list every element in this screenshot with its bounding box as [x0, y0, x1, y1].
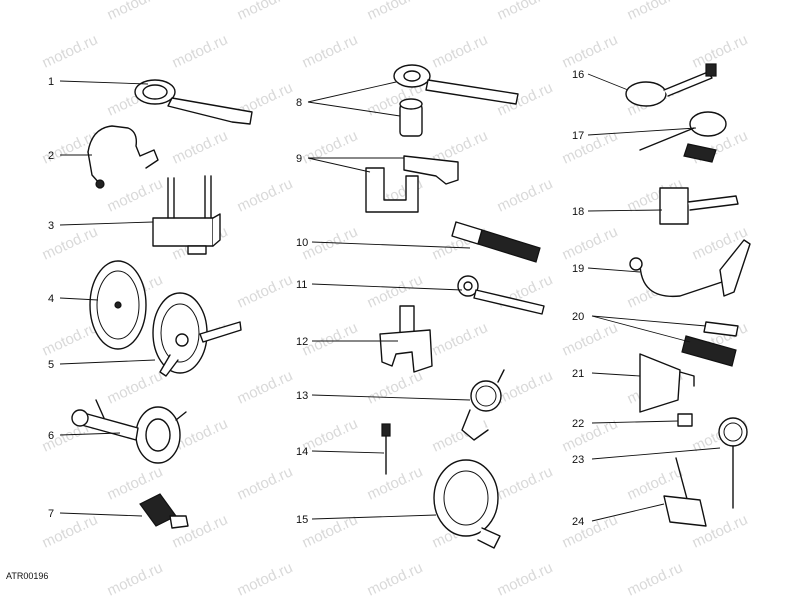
watermark-text: motod.ru — [560, 319, 621, 359]
watermark-text: motod.ru — [560, 511, 621, 551]
tool-17-adjuster — [639, 111, 727, 163]
callout-label: 24 — [572, 516, 584, 528]
callout-label: 15 — [296, 514, 308, 526]
callout-label: 1 — [48, 76, 54, 88]
callout-label: 11 — [296, 279, 307, 291]
watermark-text: motod.ru — [560, 415, 621, 455]
tool-4-degree-disc — [89, 260, 147, 350]
watermark-text: motod.ru — [625, 0, 686, 24]
figure-code: ATR00196 — [6, 571, 48, 581]
watermark-text: motod.ru — [300, 511, 361, 551]
watermark-text: motod.ru — [625, 559, 686, 599]
callout-label: 5 — [48, 359, 54, 371]
tool-7-knurled-adapter — [139, 493, 189, 529]
callout-label: 16 — [572, 69, 584, 81]
watermark-text: motod.ru — [430, 319, 491, 359]
callout-label: 3 — [48, 220, 54, 232]
watermark-text: motod.ru — [170, 31, 231, 71]
tool-11-pin-spanner — [457, 275, 545, 315]
watermark-text: motod.ru — [40, 319, 101, 359]
callout-label: 9 — [296, 153, 302, 165]
tool-10-drift-handle — [451, 221, 541, 263]
tool-20-sleeves — [681, 321, 739, 367]
tool-21-plate-bracket — [639, 353, 695, 413]
callout-label: 14 — [296, 446, 308, 458]
watermark-text: motod.ru — [300, 319, 361, 359]
watermark-text: motod.ru — [365, 271, 426, 311]
watermark-text: motod.ru — [235, 463, 296, 503]
tool-15-ring-holder — [433, 459, 501, 549]
callout-label: 10 — [296, 237, 308, 249]
watermark-text: motod.ru — [495, 559, 556, 599]
callout-label: 21 — [572, 368, 584, 380]
watermark-text: motod.ru — [105, 0, 166, 24]
callout-label: 20 — [572, 311, 584, 323]
watermark-text: motod.ru — [235, 559, 296, 599]
tool-19-c-clamp — [629, 239, 751, 298]
watermark-text: motod.ru — [430, 31, 491, 71]
watermark-text: motod.ru — [365, 559, 426, 599]
callout-label: 12 — [296, 336, 308, 348]
callout-label: 7 — [48, 508, 54, 520]
tool-14-pin — [381, 423, 391, 475]
watermark-text: motod.ru — [495, 367, 556, 407]
watermark-text: motod.ru — [235, 0, 296, 24]
watermark-text: motod.ru — [40, 31, 101, 71]
watermark-text: motod.ru — [365, 0, 426, 24]
watermark-text: motod.ru — [560, 31, 621, 71]
callout-label: 18 — [572, 206, 584, 218]
tool-1-ring-spanner — [134, 79, 253, 125]
tool-8-socket-wrench — [393, 64, 519, 137]
callout-label: 17 — [572, 130, 584, 142]
tool-18-bracket-tool — [659, 187, 739, 225]
watermark-text: motod.ru — [300, 31, 361, 71]
callout-label: 4 — [48, 293, 54, 305]
callout-label: 13 — [296, 390, 308, 402]
callout-label: 19 — [572, 263, 584, 275]
callout-label: 6 — [48, 430, 54, 442]
tool-9-plate-gauge — [365, 155, 459, 213]
tool-5-disc-with-arm — [152, 292, 242, 377]
callout-label: 23 — [572, 454, 584, 466]
watermark-text: motod.ru — [105, 175, 166, 215]
tool-2-crank-hook — [87, 125, 159, 189]
tool-3-stud-bracket — [152, 175, 221, 255]
callout-label: 2 — [48, 150, 54, 162]
watermark-text: motod.ru — [365, 367, 426, 407]
tool-16-loop-gauge — [625, 63, 717, 107]
watermark-text: motod.ru — [105, 559, 166, 599]
watermark-text: motod.ru — [495, 0, 556, 24]
watermark-text: motod.ru — [690, 31, 751, 71]
tool-12-puller — [379, 305, 433, 373]
tool-6-flywheel-lock — [71, 399, 187, 464]
callout-label: 22 — [572, 418, 584, 430]
watermark-text: motod.ru — [170, 127, 231, 167]
tool-13-dial-indicator — [461, 369, 505, 441]
tool-22-nut — [677, 413, 693, 427]
watermark-text: motod.ru — [300, 415, 361, 455]
callout-group: 1 2 3 4 5 6 7 8 9 10 11 12 13 14 15 16 — [48, 69, 721, 528]
watermark-text: motod.ru — [365, 463, 426, 503]
watermark-text: motod.ru — [495, 175, 556, 215]
watermark-text: motod.ru — [235, 271, 296, 311]
watermark-text: motod.ru — [495, 463, 556, 503]
watermark-text: motod.ru — [235, 367, 296, 407]
tool-24-stand — [663, 457, 707, 527]
watermark-text: motod.ru — [300, 127, 361, 167]
watermark-text: motod.ru — [105, 367, 166, 407]
watermark-text: motod.ru — [560, 223, 621, 263]
callout-label: 8 — [296, 97, 302, 109]
tool-23-bore-gauge — [718, 417, 748, 509]
watermark-text: motod.ru — [235, 175, 296, 215]
